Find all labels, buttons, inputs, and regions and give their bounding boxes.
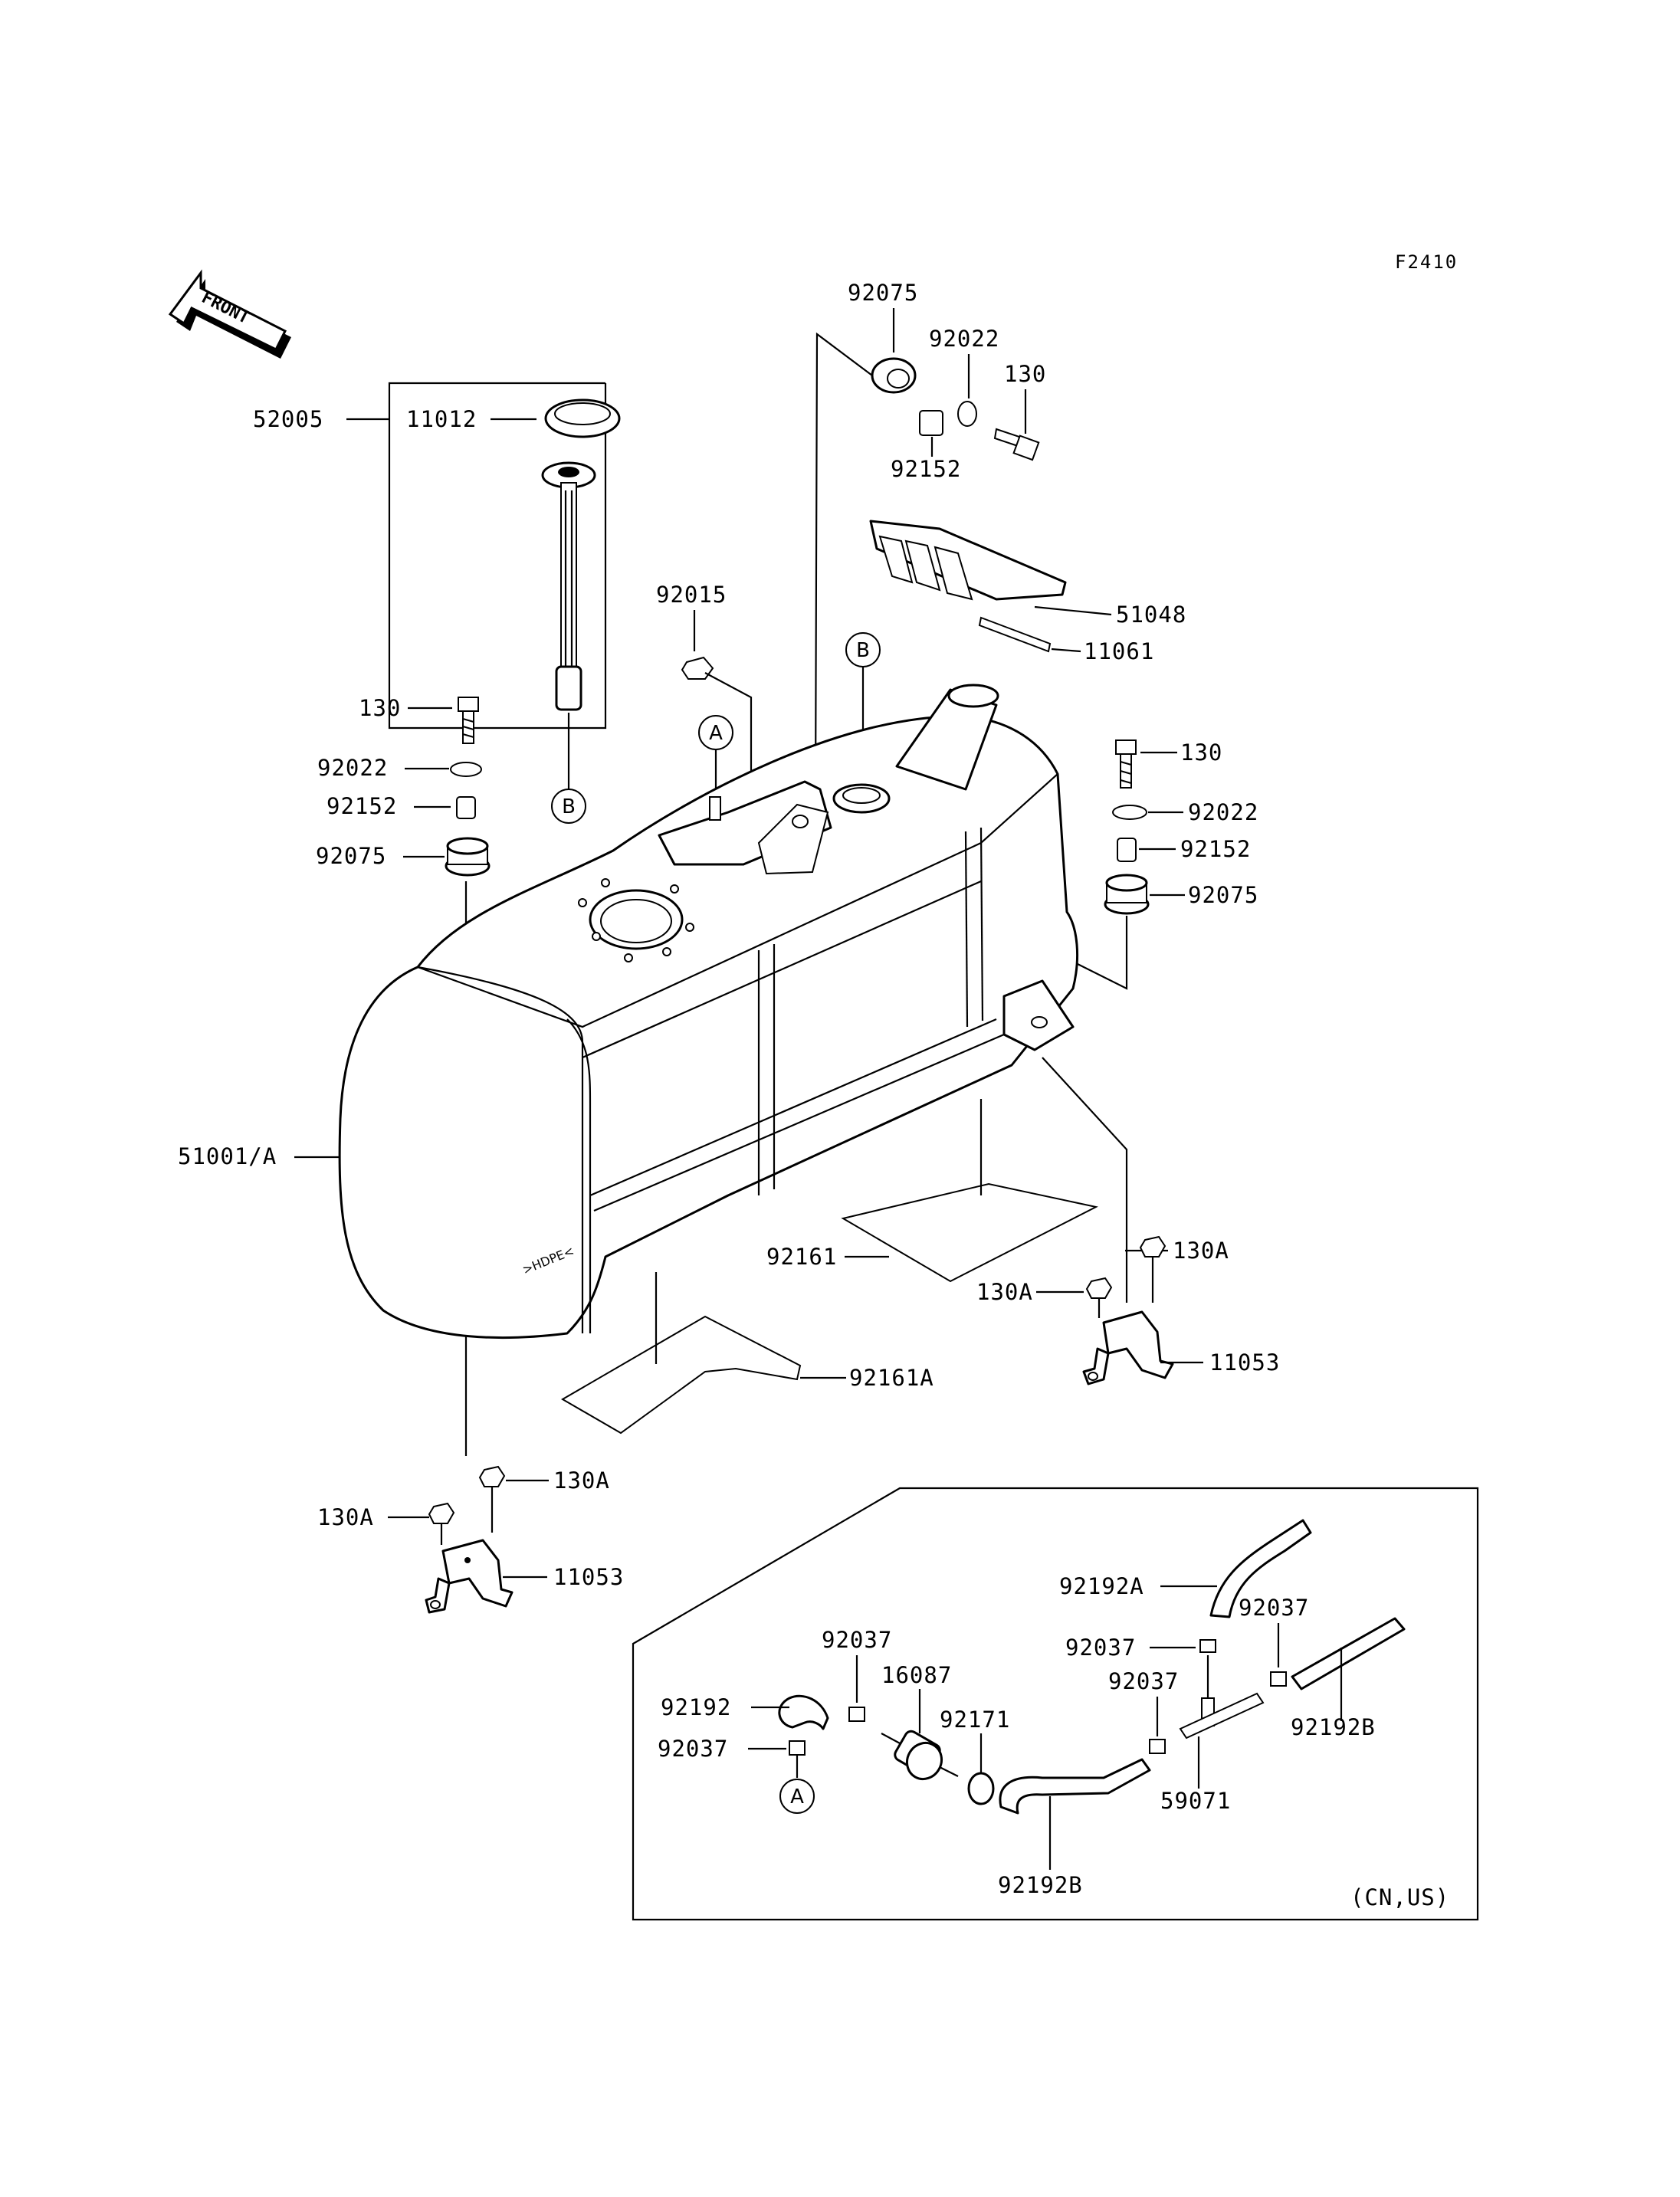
label-92192B-right: 92192B (1291, 1714, 1376, 1740)
bolt-130-right (1115, 739, 1137, 789)
hose-92192A (1209, 1519, 1312, 1618)
ref-b-upper: B (856, 639, 870, 662)
bolt-130A-left-mid (428, 1502, 455, 1524)
label-92022-top: 92022 (929, 326, 999, 352)
pad-92161 (841, 1182, 1098, 1283)
label-92037-mid-right: 92037 (1108, 1668, 1179, 1694)
label-92037-top-mid: 92037 (1065, 1635, 1136, 1661)
label-92075-right: 92075 (1188, 882, 1258, 908)
bolt-130-top (993, 428, 1040, 461)
label-92022-right: 92022 (1188, 799, 1258, 825)
bracket-11053-left (425, 1539, 514, 1614)
label-92152-left: 92152 (326, 793, 397, 819)
nut-92015 (681, 656, 714, 680)
cover-51048 (869, 520, 1067, 601)
label-92192A: 92192A (1059, 1573, 1144, 1599)
label-92192: 92192 (661, 1694, 731, 1720)
collar-92152-left (456, 796, 476, 819)
label-92022-left: 92022 (317, 755, 388, 781)
label-16087: 16087 (881, 1662, 952, 1688)
front-arrow-icon: FRONT (168, 269, 291, 359)
label-92037-top-right: 92037 (1239, 1595, 1309, 1621)
label-52005: 52005 (253, 406, 323, 432)
clamp-92171 (967, 1772, 995, 1805)
label-92161A: 92161A (849, 1365, 934, 1391)
label-130A-right-mid: 130A (976, 1279, 1033, 1305)
label-51001a: 51001/A (178, 1143, 277, 1169)
label-130-left: 130 (359, 695, 401, 721)
hose-92192 (778, 1694, 829, 1730)
clamp-92037-top-mid (1199, 1639, 1216, 1653)
bolt-130A-right-top (1139, 1235, 1166, 1258)
collar-92152-top (919, 410, 943, 436)
region-note: (CN,US) (1350, 1884, 1449, 1910)
hose-92192B-lower (999, 1758, 1151, 1815)
label-51048: 51048 (1116, 602, 1186, 628)
label-92037-left: 92037 (658, 1736, 728, 1762)
label-130A-left-top: 130A (553, 1467, 610, 1494)
label-130A-right-top: 130A (1173, 1238, 1229, 1264)
bolt-130-left (458, 697, 479, 744)
label-92075-left: 92075 (316, 843, 386, 869)
clamp-92037-mid-right (1149, 1739, 1166, 1754)
label-130A-left-mid: 130A (317, 1504, 374, 1530)
grommet-92075-right (1104, 874, 1150, 915)
clamp-92037-left (789, 1740, 806, 1756)
figure-code: F2410 (1395, 251, 1458, 273)
bracket-11053-right (1082, 1310, 1174, 1385)
ref-a-upper: A (709, 722, 723, 745)
label-11012: 11012 (406, 406, 477, 432)
ref-b-lower: B (562, 795, 576, 818)
fuel-gauge-group: B (346, 382, 621, 824)
label-92015: 92015 (656, 582, 727, 608)
label-11053-right: 11053 (1209, 1349, 1280, 1376)
washer-92022-left (450, 762, 482, 777)
label-92152-top: 92152 (891, 456, 961, 482)
tee-59071 (1179, 1692, 1265, 1740)
washer-92022-top (957, 401, 977, 427)
clamp-92037-top-left (848, 1707, 865, 1722)
label-11061: 11061 (1084, 638, 1154, 664)
filter-16087 (881, 1730, 959, 1781)
washer-92022-right (1112, 805, 1147, 820)
label-92161: 92161 (766, 1244, 837, 1270)
grommet-92075-left (445, 837, 491, 877)
label-92171: 92171 (940, 1707, 1010, 1733)
ref-a-lower: A (790, 1785, 804, 1808)
label-92192B-lower: 92192B (998, 1872, 1083, 1898)
label-130-top: 130 (1004, 361, 1046, 387)
label-130-right: 130 (1180, 739, 1222, 766)
gasket-11061 (978, 616, 1052, 653)
bolt-130A-left-top (478, 1465, 506, 1487)
clamp-92037-top-right (1270, 1671, 1287, 1687)
label-92037-top-left: 92037 (822, 1627, 892, 1653)
inset-frame (632, 1487, 1479, 1921)
pad-92161A (561, 1315, 802, 1435)
bolt-130A-right-mid (1085, 1277, 1113, 1299)
label-92152-right: 92152 (1180, 836, 1251, 862)
label-11053-left: 11053 (553, 1564, 624, 1590)
label-59071: 59071 (1160, 1788, 1231, 1814)
fuel-tank-51001: >HDPE< (338, 684, 1079, 1340)
grommet-92075-top (871, 357, 917, 394)
collar-92152-right (1117, 838, 1137, 862)
label-92075-top: 92075 (848, 280, 918, 306)
hose-92192B-right (1291, 1617, 1406, 1690)
